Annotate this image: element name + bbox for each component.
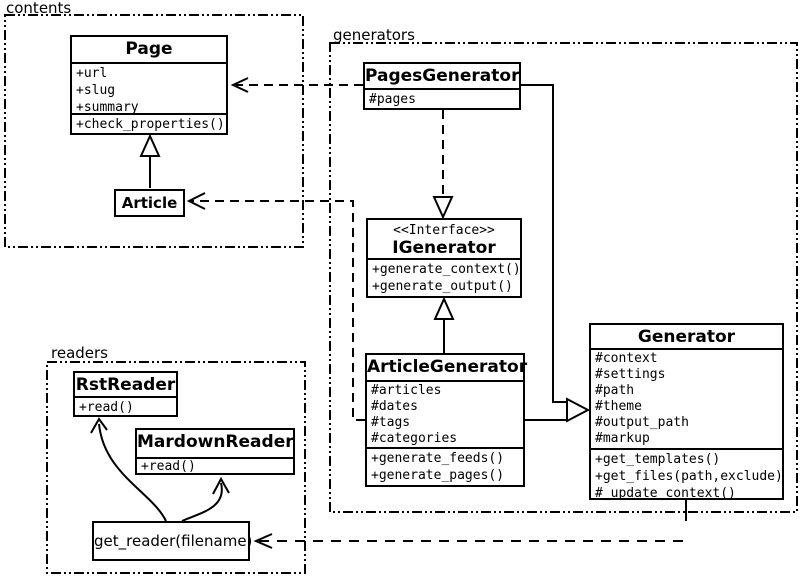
attribute: #pages [369, 92, 416, 107]
class-generator: Generator #context #settings #path #them… [589, 323, 784, 501]
realization-arrowhead-icon [432, 196, 454, 220]
class-generator-title: Generator [637, 327, 736, 347]
attribute: #tags [371, 415, 411, 430]
class-mardownreader-title: MardownReader [137, 432, 294, 452]
class-pagesgenerator: PagesGenerator #pages [363, 62, 521, 110]
class-articlegenerator-title: ArticleGenerator [367, 357, 528, 377]
method: +generate_output() [372, 279, 513, 294]
open-arrowhead-icon [230, 77, 249, 93]
generalization-arrowhead-icon [433, 296, 455, 320]
method: #_update_context() [595, 486, 736, 501]
class-mardownreader: MardownReader +read() [135, 428, 295, 475]
class-generator-attributes: #context #settings #path #theme #output_… [591, 348, 782, 448]
class-igenerator-methods: +generate_context() +generate_output() [368, 258, 521, 296]
class-igenerator-title: IGenerator [392, 238, 496, 258]
open-arrowhead-icon [90, 417, 108, 434]
method: +generate_feeds() [371, 451, 505, 466]
readers-package-label: readers [51, 344, 108, 362]
generalization-arrowhead-icon [139, 133, 161, 157]
class-page-methods: +check_properties() [72, 113, 226, 135]
class-mardownreader-methods: +read() [137, 457, 293, 474]
open-arrowhead-icon [253, 533, 273, 549]
method: +read() [79, 400, 134, 415]
generators-package-label: generators [333, 26, 415, 44]
function-get-reader-label: get_reader(filename) [94, 532, 253, 550]
class-rstreader: RstReader +read() [73, 371, 178, 417]
class-articlegenerator: ArticleGenerator #articles #dates #tags … [365, 353, 528, 487]
class-igenerator-stereotype: <<Interface>> [393, 223, 495, 238]
attribute: +summary [76, 100, 139, 115]
method: +get_templates() [595, 452, 721, 467]
class-page: Page +url +slug +summary +check_properti… [70, 35, 228, 135]
method: +get_files(path,exclude) [595, 469, 783, 484]
class-pagesgenerator-title: PagesGenerator [365, 66, 520, 86]
method: +generate_context() [372, 262, 521, 277]
attribute: #path [595, 383, 635, 398]
class-article: Article [114, 189, 185, 217]
open-arrowhead-icon [212, 476, 230, 495]
class-igenerator-header: <<Interface>> IGenerator [368, 220, 520, 258]
attribute: #markup [595, 431, 650, 446]
method: +read() [141, 459, 196, 474]
attribute: #settings [595, 367, 666, 382]
contents-package-label: contents [6, 0, 72, 17]
attribute: #dates [371, 399, 418, 414]
method: +generate_pages() [371, 468, 505, 483]
class-igenerator: <<Interface>> IGenerator +generate_conte… [366, 218, 522, 298]
attribute: #articles [371, 383, 442, 398]
class-rstreader-title: RstReader [75, 375, 176, 395]
class-pagesgenerator-attributes: #pages [365, 88, 519, 108]
class-page-title: Page [125, 39, 173, 59]
generalization-arrowhead-icon [566, 397, 591, 423]
attribute: #output_path [595, 415, 689, 430]
readers-package-frame [46, 361, 306, 574]
generators-package-frame [329, 42, 798, 513]
getreader-to-rstreader-curve [98, 423, 167, 522]
attribute: #theme [595, 399, 642, 414]
class-generator-methods: +get_templates() +get_files(path,exclude… [591, 448, 783, 501]
contents-package-frame [4, 14, 304, 248]
class-articlegenerator-methods: +generate_feeds() +generate_pages() [367, 447, 523, 485]
attribute: #categories [371, 431, 458, 446]
class-page-attributes: +url +slug +summary [72, 62, 226, 115]
function-get-reader: get_reader(filename) [92, 521, 253, 561]
class-articlegenerator-attributes: #articles #dates #tags #categories [367, 380, 523, 447]
attribute: +url [76, 66, 108, 81]
getreader-to-mardownreader-curve [181, 482, 223, 522]
class-article-title: Article [121, 194, 178, 212]
class-rstreader-methods: +read() [75, 396, 176, 415]
method: +check_properties() [76, 117, 225, 132]
pagesgenerator-to-generator-line [521, 84, 567, 403]
attribute: +slug [76, 83, 116, 98]
articlegenerator-to-article-line [191, 200, 365, 421]
attribute: #context [595, 351, 658, 366]
open-arrowhead-icon [186, 192, 206, 210]
